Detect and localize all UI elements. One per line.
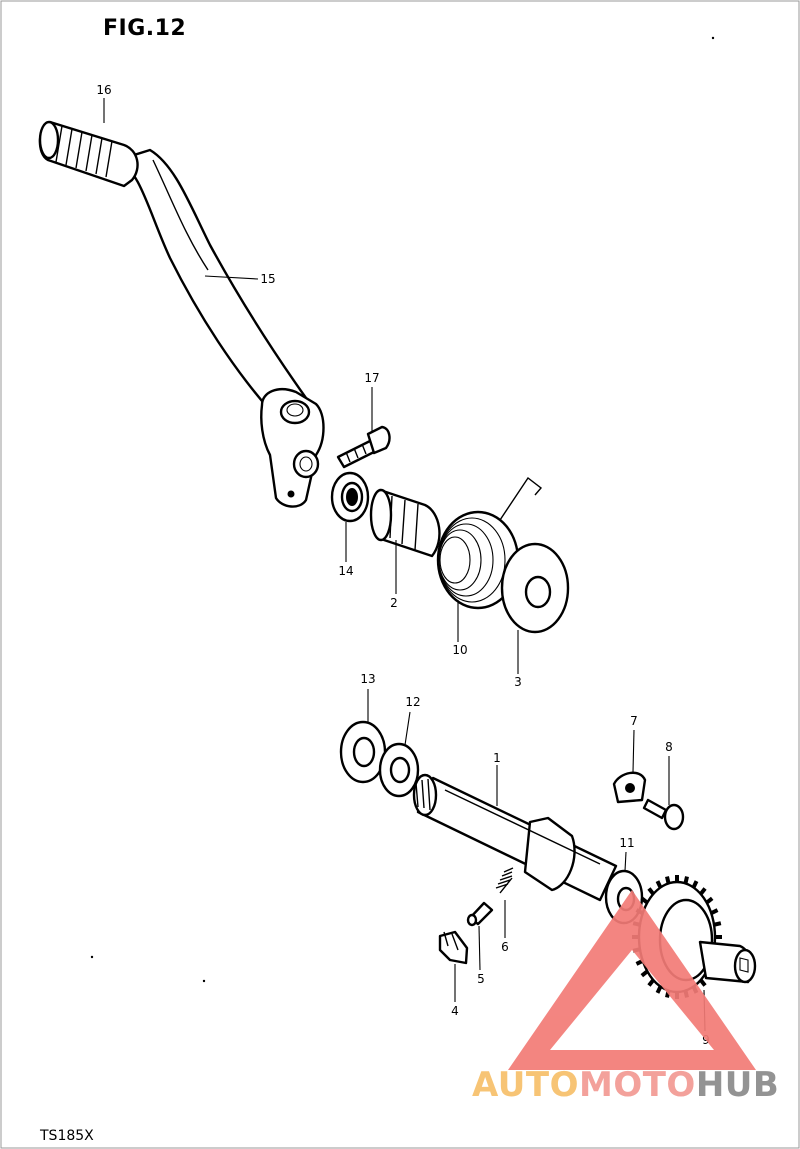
pawl-spring	[495, 867, 514, 894]
svg-text:5: 5	[477, 972, 485, 986]
stopper-screw	[642, 798, 685, 831]
pawl-pin	[466, 901, 494, 927]
kick-starter-shaft	[412, 773, 618, 902]
callout-3: 3	[514, 630, 522, 689]
svg-text:13: 13	[360, 672, 375, 686]
figure-title: FIG.12	[103, 16, 186, 41]
kick-starter-lever	[116, 148, 325, 508]
svg-text:10: 10	[452, 643, 467, 657]
callout-12: 12	[404, 695, 421, 746]
kick-shaft-washer-13	[339, 720, 387, 784]
svg-text:2: 2	[390, 596, 398, 610]
kick-shaft-washer-12	[378, 742, 420, 798]
callout-15: 15	[204, 272, 276, 286]
kick-return-spring	[436, 476, 543, 610]
callout-7: 7	[630, 714, 638, 773]
callout-11: 11	[619, 836, 635, 872]
speck	[711, 36, 715, 40]
automotohub-watermark: AUTOMOTOHUB	[472, 890, 779, 1105]
model-label: TS185X	[39, 1128, 94, 1144]
oil-seal	[330, 471, 370, 523]
callout-17: 17	[364, 371, 380, 432]
watermark-triangle-logo	[508, 890, 756, 1070]
speck	[202, 979, 206, 983]
callout-8: 8	[665, 740, 673, 805]
svg-text:4: 4	[451, 1004, 459, 1018]
svg-text:12: 12	[405, 695, 420, 709]
lever-bolt	[336, 425, 391, 469]
callout-16: 16	[96, 83, 112, 123]
kick-lever-rubber-grip	[38, 120, 139, 188]
kick-shaft-guide	[369, 488, 441, 558]
svg-text:6: 6	[501, 940, 509, 954]
callout-10: 10	[452, 600, 468, 657]
svg-text:17: 17	[364, 371, 379, 385]
svg-text:7: 7	[630, 714, 638, 728]
svg-text:14: 14	[338, 564, 353, 578]
svg-text:8: 8	[665, 740, 673, 754]
spring-guide-washer	[500, 542, 570, 634]
callout-1: 1	[493, 751, 501, 806]
speck	[90, 955, 94, 959]
svg-text:16: 16	[96, 83, 111, 97]
watermark-text: AUTOMOTOHUB	[472, 1065, 779, 1105]
callout-6: 6	[501, 900, 509, 954]
callout-5: 5	[477, 925, 485, 986]
pawl-stopper-plate	[612, 771, 647, 804]
svg-text:1: 1	[493, 751, 501, 765]
callout-13: 13	[360, 672, 376, 723]
kick-starter-pawl	[438, 930, 469, 965]
callout-4: 4	[451, 964, 459, 1018]
callout-14: 14	[338, 522, 354, 578]
svg-text:15: 15	[260, 272, 275, 286]
svg-text:11: 11	[619, 836, 634, 850]
callout-2: 2	[390, 540, 398, 610]
svg-text:3: 3	[514, 675, 522, 689]
